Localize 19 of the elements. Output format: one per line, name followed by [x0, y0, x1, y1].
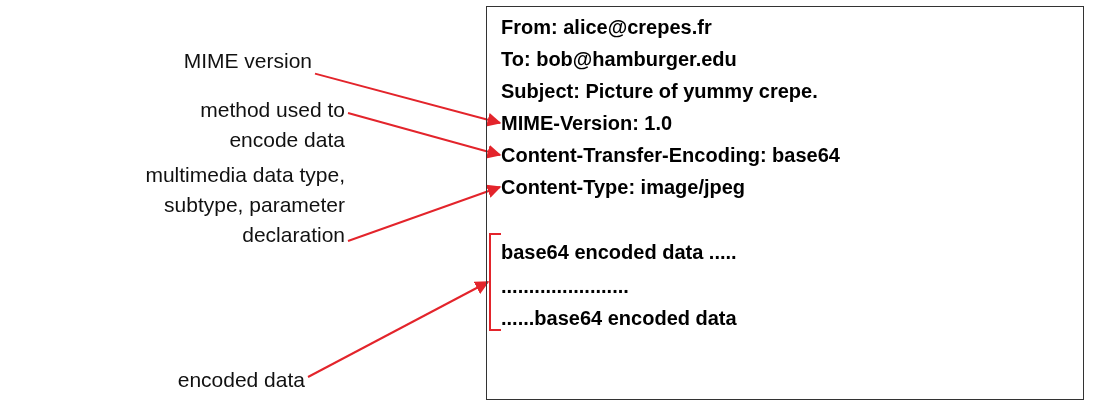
header-line: Content-Transfer-Encoding: base64 [501, 142, 840, 168]
leader-arrow [307, 281, 490, 378]
header-line: Content-Type: image/jpeg [501, 174, 746, 200]
leader-arrow [314, 72, 502, 127]
annotation: MIME version [120, 46, 312, 76]
header-line: base64 encoded data ..... [501, 239, 737, 265]
annotation: method used to encode data [180, 95, 345, 155]
message-box [486, 6, 1084, 400]
leader-arrow [347, 184, 502, 242]
header-line: ....................... [501, 273, 629, 299]
annotation: multimedia data type, subtype, parameter declaration [135, 160, 345, 250]
header-line: From: alice@crepes.fr [501, 14, 712, 40]
header-line: MIME-Version: 1.0 [501, 110, 673, 136]
annotation: encoded data [110, 365, 305, 395]
header-line: To: bob@hamburger.edu [501, 46, 737, 72]
header-line: ......base64 encoded data [501, 305, 737, 331]
bracket [489, 233, 501, 331]
leader-arrow [347, 112, 502, 159]
header-line: Subject: Picture of yummy crepe. [501, 78, 818, 104]
